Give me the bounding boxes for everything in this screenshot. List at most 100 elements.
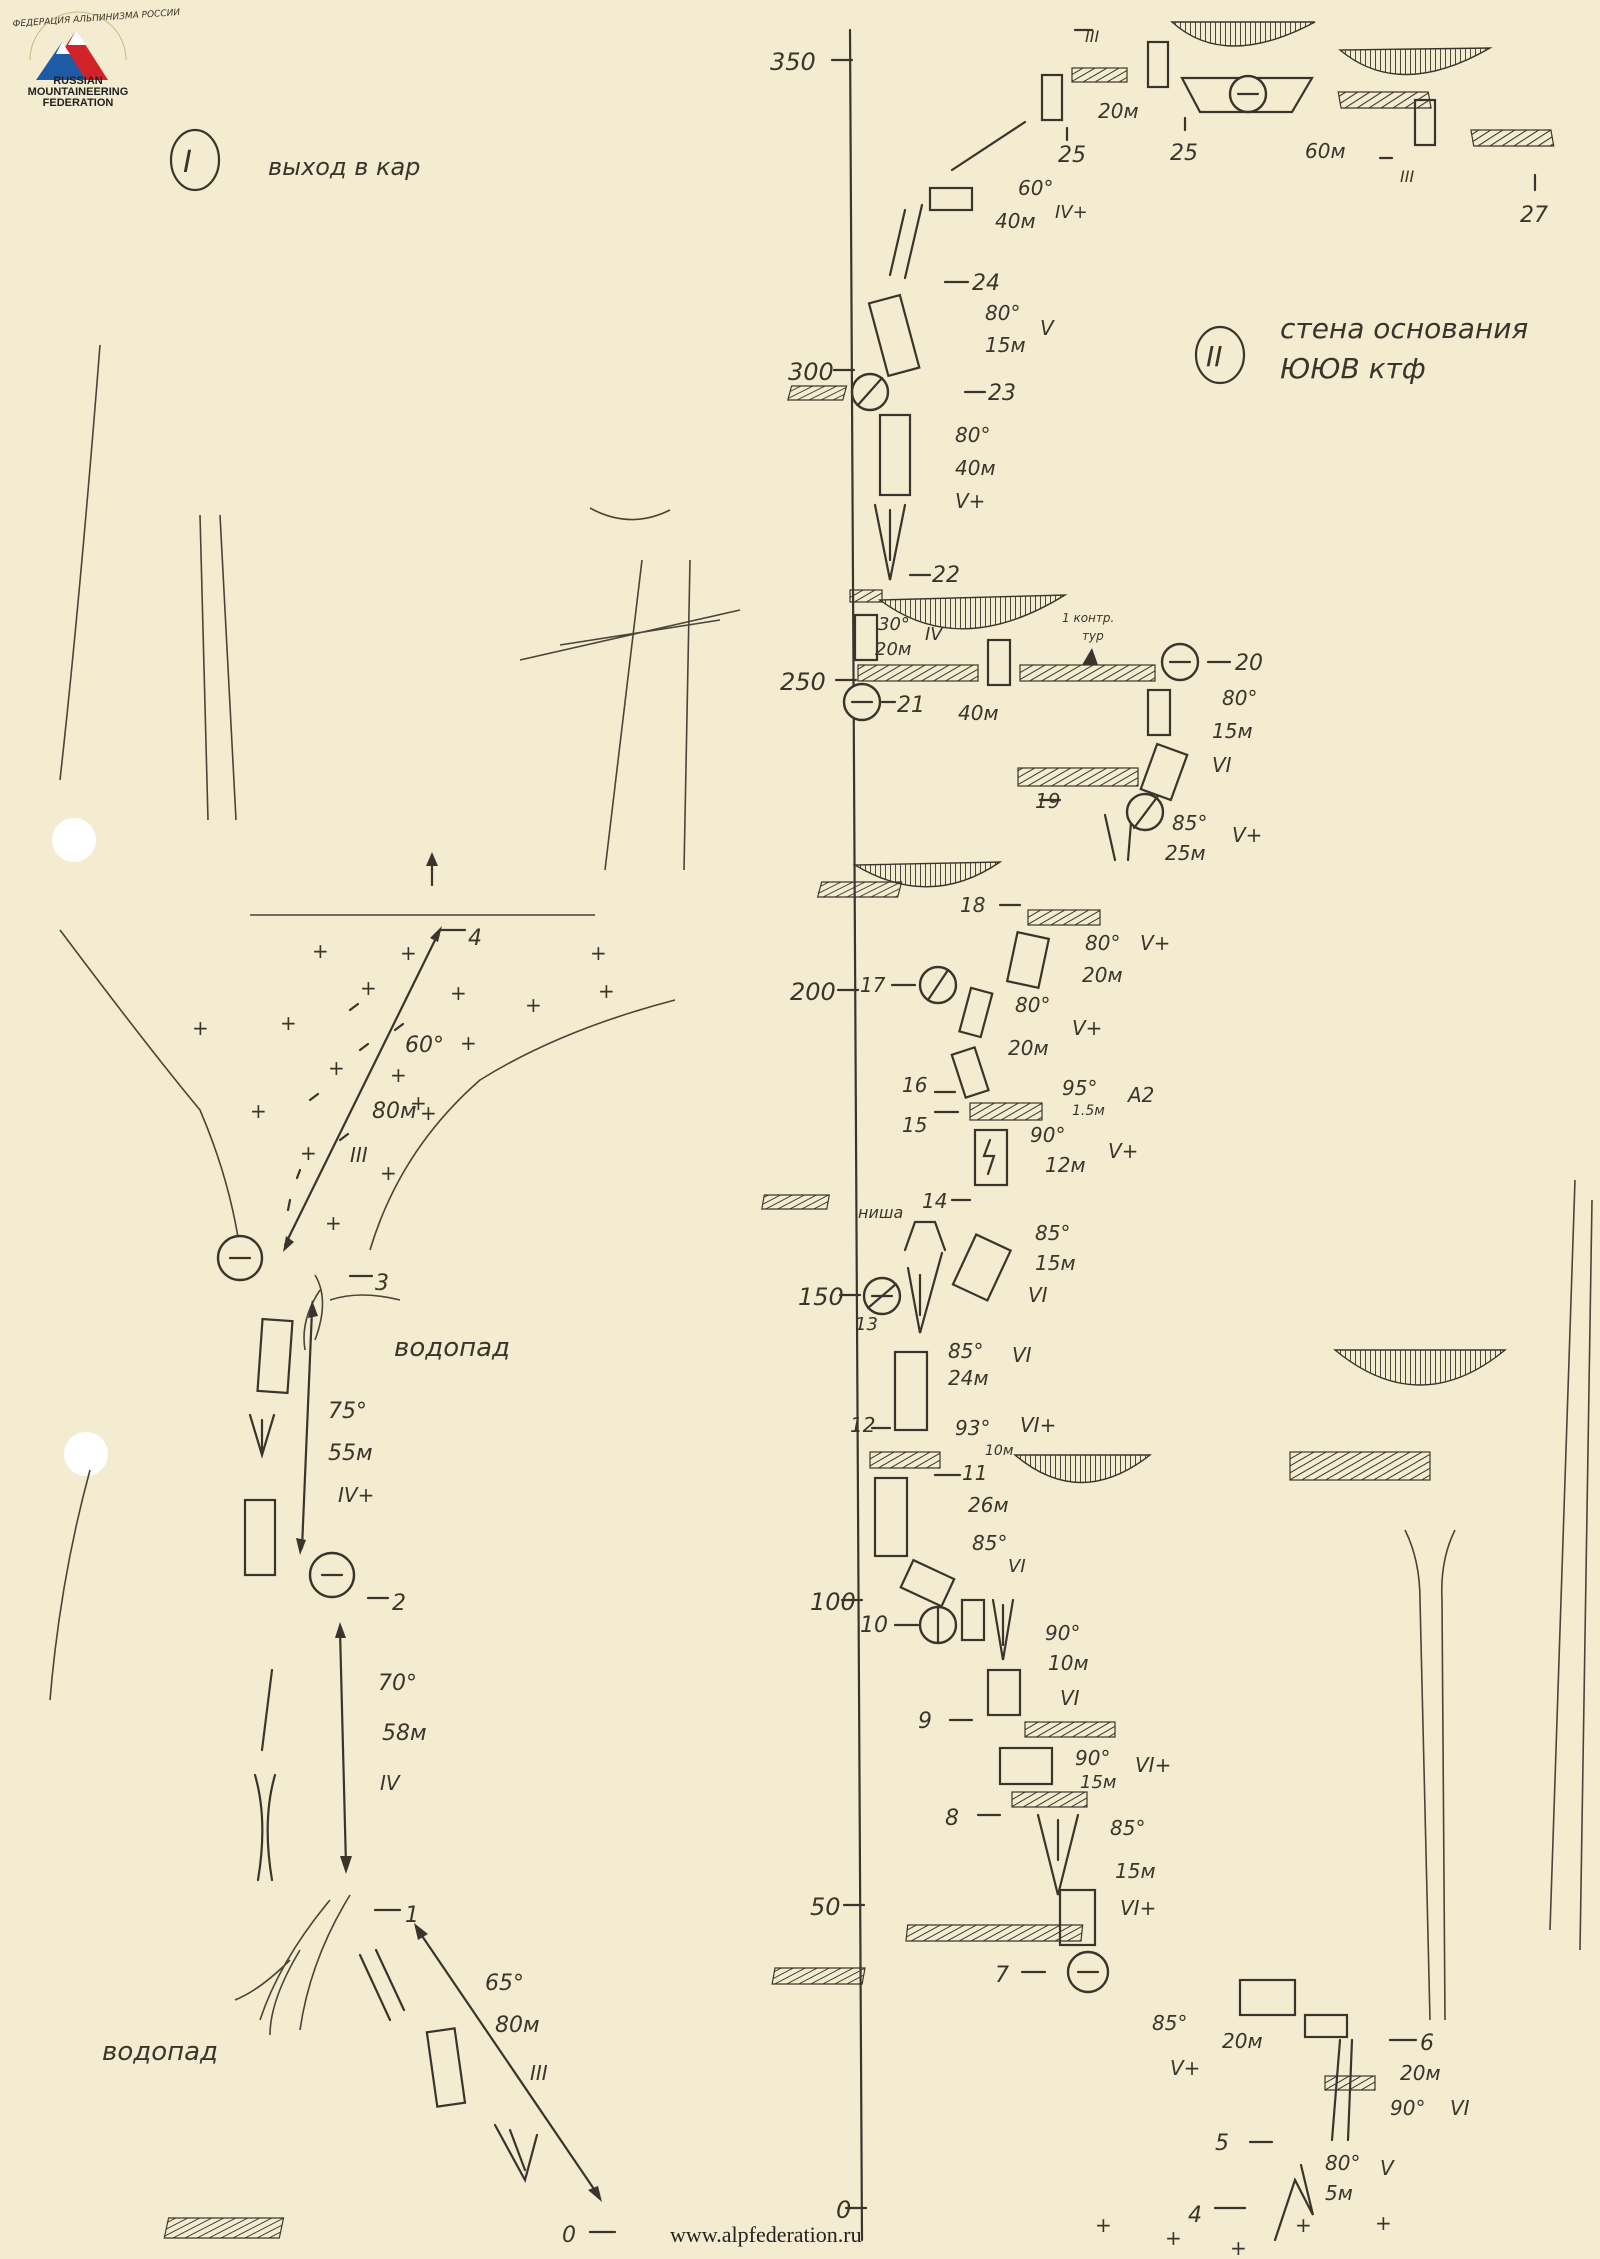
rp-4-grade: VI+ bbox=[1120, 1896, 1156, 1920]
right-station-18: 18 bbox=[960, 893, 985, 917]
right-station-27: 27 bbox=[1520, 203, 1548, 228]
svg-text:+: + bbox=[1295, 2213, 1312, 2237]
rp-16-length: 15м bbox=[1212, 719, 1253, 743]
rp-22-grade: III bbox=[1085, 27, 1099, 46]
pitch-1-length: 80м bbox=[495, 2013, 540, 2038]
rp-3-grade: V+ bbox=[1170, 2056, 1200, 2080]
svg-text:+: + bbox=[590, 941, 607, 965]
svg-text:+: + bbox=[1165, 2226, 1182, 2250]
svg-text:+: + bbox=[192, 1016, 209, 1040]
rp-23-length: 60м bbox=[1305, 139, 1346, 163]
rp-6-angle: 90° bbox=[1045, 1621, 1080, 1645]
rp-20-grade: V bbox=[1040, 316, 1055, 340]
svg-text:+: + bbox=[312, 939, 329, 963]
rp-10-grade: VI bbox=[1028, 1283, 1048, 1307]
rp-7-angle: 85° bbox=[972, 1531, 1007, 1555]
scale-tick-200: 200 bbox=[790, 978, 836, 1006]
rp-17-angle: 30° bbox=[878, 614, 910, 635]
rp-21-grade: IV+ bbox=[1055, 202, 1088, 223]
svg-text:+: + bbox=[250, 1099, 267, 1123]
rp-3-length: 20м bbox=[1222, 2029, 1263, 2053]
right-station-14: 14 bbox=[922, 1189, 947, 1213]
right-station-9: 9 bbox=[918, 1709, 932, 1734]
svg-text:+: + bbox=[410, 1091, 427, 1115]
right-station-16: 16 bbox=[902, 1073, 927, 1097]
rp-19-length: 40м bbox=[955, 456, 996, 480]
rp-9-length: 24м bbox=[948, 1366, 989, 1390]
rp-22-length: 20м bbox=[1098, 99, 1139, 123]
rp-11-grade: V+ bbox=[1108, 1139, 1138, 1163]
pitch-2-length: 58м bbox=[382, 1721, 427, 1746]
rp-3-angle: 85° bbox=[1152, 2011, 1187, 2035]
svg-text:+: + bbox=[300, 1141, 317, 1165]
rp-10-length: 15м bbox=[1035, 1251, 1076, 1275]
rp-11-angle: 90° bbox=[1030, 1123, 1065, 1147]
rp-6-length: 10м bbox=[1048, 1651, 1089, 1675]
pitch-3-angle: 75° bbox=[328, 1399, 367, 1424]
federation-logo: RUSSIAN MOUNTAINEERING FEDERATION bbox=[8, 8, 148, 109]
svg-text:+: + bbox=[328, 1056, 345, 1080]
svg-text:+: + bbox=[400, 941, 417, 965]
right-station-12: 12 bbox=[850, 1413, 875, 1437]
website-url[interactable]: www.alpfederation.ru bbox=[670, 2222, 862, 2247]
rp-7-length: 26м bbox=[968, 1493, 1009, 1517]
rp-14-length: 20м bbox=[1082, 963, 1123, 987]
control-cairn-label-2: тур bbox=[1082, 629, 1104, 643]
scale-tick-250: 250 bbox=[780, 668, 826, 696]
rp-14-angle: 80° bbox=[1085, 931, 1120, 955]
svg-text:+: + bbox=[1095, 2213, 1112, 2237]
left-station-2: 2 bbox=[392, 1591, 406, 1616]
section-two-title-line1: стена основания bbox=[1280, 312, 1528, 345]
pitch-4-angle: 60° bbox=[405, 1033, 444, 1058]
rp-14-grade: V+ bbox=[1140, 931, 1170, 955]
right-station-6: 6 bbox=[1420, 2031, 1434, 2056]
svg-text:+: + bbox=[1375, 2211, 1392, 2235]
scale-tick-150: 150 bbox=[798, 1283, 844, 1311]
rp-1-length: 5м bbox=[1325, 2181, 1353, 2205]
rp-8-length: 10м bbox=[985, 1443, 1014, 1459]
svg-text:+: + bbox=[380, 1161, 397, 1185]
rp-12-length: 1.5м bbox=[1072, 1103, 1105, 1119]
right-station-17: 17 bbox=[860, 973, 886, 997]
section-two-label: II стена основания ЮЮВ ктф bbox=[1194, 312, 1528, 385]
section-two-title-line2: ЮЮВ ктф bbox=[1280, 352, 1426, 385]
left-route: +++ +++ +++ +++ +++ +++ 4 60° 80м III 3 … bbox=[49, 344, 741, 2248]
rp-23-grade: III bbox=[1400, 167, 1414, 186]
rp-13-length: 20м bbox=[1008, 1036, 1049, 1060]
rp-19-grade: V+ bbox=[955, 489, 985, 513]
rp-8-angle: 93° bbox=[955, 1416, 990, 1440]
svg-text:+: + bbox=[460, 1031, 477, 1055]
rp-16-angle: 80° bbox=[1222, 686, 1257, 710]
rp-17-length: 20м bbox=[875, 639, 911, 660]
rp-5-grade: VI+ bbox=[1135, 1753, 1171, 1777]
rp-15-angle: 85° bbox=[1172, 811, 1207, 835]
scale-axis-line bbox=[848, 28, 864, 2242]
right-station-8: 8 bbox=[945, 1806, 959, 1831]
waterfall-label-low: водопад bbox=[102, 2037, 218, 2067]
right-station-5: 5 bbox=[1215, 2131, 1229, 2156]
waterfall-label-high: водопад bbox=[394, 1333, 510, 1363]
rp-20-length: 15м bbox=[985, 333, 1026, 357]
right-station-11: 11 bbox=[962, 1461, 987, 1485]
section-one-numeral: I bbox=[183, 145, 192, 180]
right-station-24: 24 bbox=[972, 271, 1000, 296]
niche-label: ниша bbox=[858, 1203, 903, 1222]
rp-16-grade: VI bbox=[1212, 753, 1232, 777]
rp-1-grade: V bbox=[1380, 2156, 1395, 2180]
logo-line-3: FEDERATION bbox=[42, 97, 114, 109]
punch-hole-bottom bbox=[64, 1432, 108, 1476]
right-station-23: 23 bbox=[988, 381, 1016, 406]
right-station-22: 22 bbox=[932, 563, 960, 588]
svg-text:+: + bbox=[598, 979, 615, 1003]
pitch-3-grade: IV+ bbox=[338, 1483, 374, 1507]
right-station-13: 13 bbox=[855, 1314, 878, 1335]
rp-17-grade: IV bbox=[925, 624, 944, 645]
rp-21-length: 40м bbox=[995, 209, 1036, 233]
pitch-2-angle: 70° bbox=[378, 1671, 417, 1696]
section-one-title: выход в кар bbox=[268, 153, 420, 181]
pitch-2-grade: IV bbox=[380, 1771, 401, 1795]
section-one-label: I выход в кар bbox=[169, 128, 420, 192]
rp-12-angle: 95° bbox=[1062, 1076, 1097, 1100]
rp-15-grade: V+ bbox=[1232, 823, 1262, 847]
